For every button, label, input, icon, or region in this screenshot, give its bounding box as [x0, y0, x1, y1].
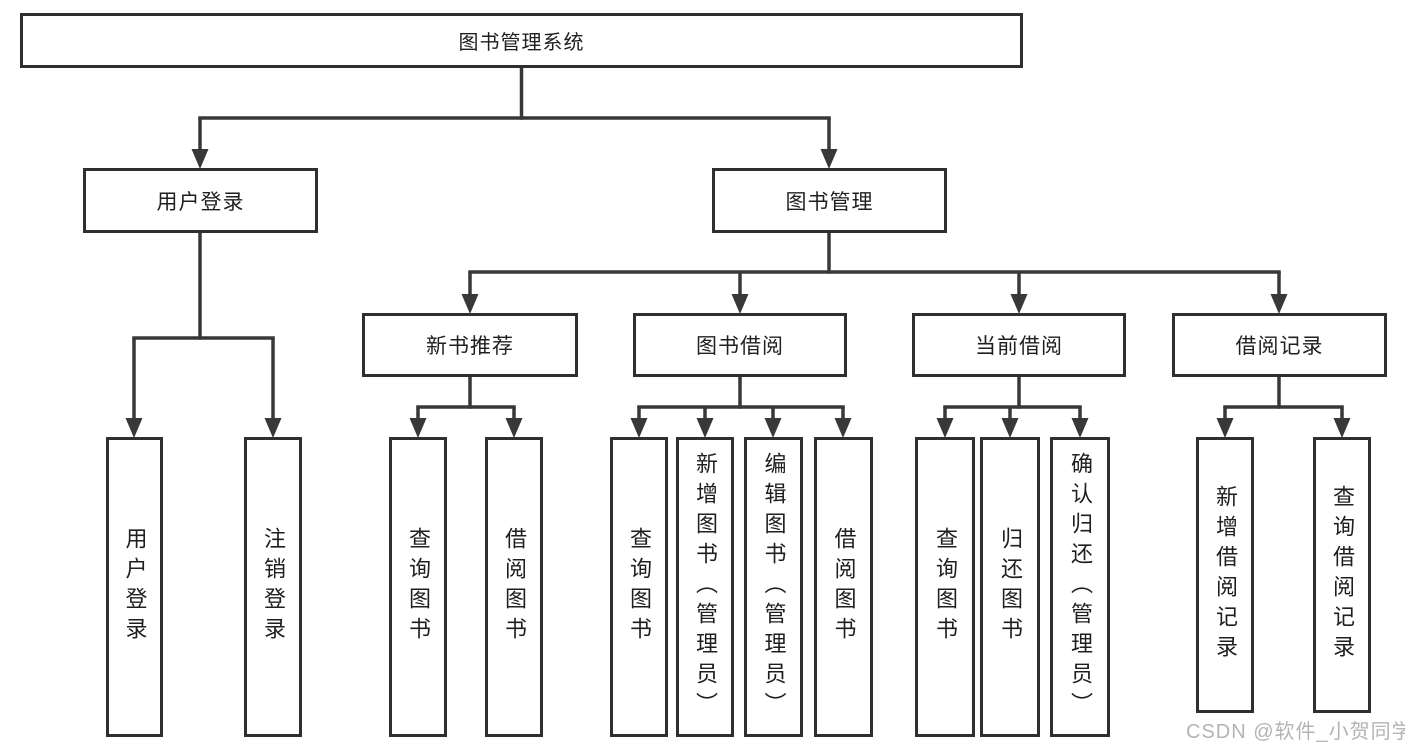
- leaf-borrow-books-2-label: 借阅图书: [831, 527, 857, 647]
- connector-current-borrow-to-children: [936, 377, 1089, 438]
- leaf-borrow-books-1-label: 借阅图书: [502, 527, 527, 647]
- leaf-user-login: 用户登录: [106, 437, 163, 737]
- node-book-management: 图书管理: [712, 168, 947, 233]
- node-new-book-recommend-label: 新书推荐: [426, 335, 514, 358]
- leaf-confirm-return-admin: 确认归还（管理员）: [1050, 437, 1110, 737]
- node-new-book-recommend: 新书推荐: [362, 313, 578, 377]
- node-user-login-label: 用户登录: [156, 190, 245, 214]
- connector-book-borrow-to-children: [630, 377, 852, 438]
- connector-new-book-recommend-to-children: [409, 377, 523, 438]
- leaf-user-login-label: 用户登录: [122, 527, 148, 647]
- leaf-add-book-admin-label: 新增图书（管理员）: [693, 452, 718, 722]
- connector-borrow-records-to-children: [1216, 377, 1351, 438]
- connector-root-to-level2: [191, 68, 838, 169]
- connector-book-management-to-level3: [461, 233, 1288, 314]
- leaf-logout-label: 注销登录: [261, 527, 286, 647]
- node-book-borrow-label: 图书借阅: [696, 335, 784, 358]
- node-current-borrow-label: 当前借阅: [975, 335, 1063, 358]
- leaf-add-borrow-record-label: 新增借阅记录: [1213, 485, 1238, 665]
- leaf-edit-book-admin: 编辑图书（管理员）: [744, 437, 803, 737]
- leaf-query-books-2-label: 查询图书: [627, 527, 652, 647]
- leaf-borrow-books-2: 借阅图书: [814, 437, 873, 737]
- leaf-query-books-3-label: 查询图书: [933, 527, 958, 647]
- node-book-borrow: 图书借阅: [633, 313, 847, 377]
- node-book-management-label: 图书管理: [785, 190, 874, 214]
- leaf-query-books-1-label: 查询图书: [406, 527, 431, 647]
- leaf-return-books: 归还图书: [980, 437, 1040, 737]
- node-user-login: 用户登录: [83, 168, 318, 233]
- node-root-label: 图书管理系统: [458, 32, 585, 54]
- node-current-borrow: 当前借阅: [912, 313, 1126, 377]
- leaf-query-books-2: 查询图书: [610, 437, 668, 737]
- leaf-query-books-1: 查询图书: [389, 437, 447, 737]
- leaf-edit-book-admin-label: 编辑图书（管理员）: [761, 452, 787, 722]
- leaf-query-books-3: 查询图书: [915, 437, 975, 737]
- leaf-add-borrow-record: 新增借阅记录: [1196, 437, 1254, 713]
- node-borrow-records: 借阅记录: [1172, 313, 1387, 377]
- leaf-add-book-admin: 新增图书（管理员）: [676, 437, 734, 737]
- watermark: CSDN @软件_小贺同学: [1186, 721, 1405, 743]
- leaf-logout: 注销登录: [244, 437, 302, 737]
- leaf-borrow-books-1: 借阅图书: [485, 437, 543, 737]
- leaf-confirm-return-admin-label: 确认归还（管理员）: [1068, 452, 1093, 722]
- node-borrow-records-label: 借阅记录: [1235, 335, 1324, 358]
- connector-user-login-to-children: [125, 233, 282, 438]
- node-root-system: 图书管理系统: [20, 13, 1023, 68]
- leaf-query-borrow-record-label: 查询借阅记录: [1330, 485, 1355, 665]
- leaf-query-borrow-record: 查询借阅记录: [1313, 437, 1371, 713]
- leaf-return-books-label: 归还图书: [998, 527, 1023, 647]
